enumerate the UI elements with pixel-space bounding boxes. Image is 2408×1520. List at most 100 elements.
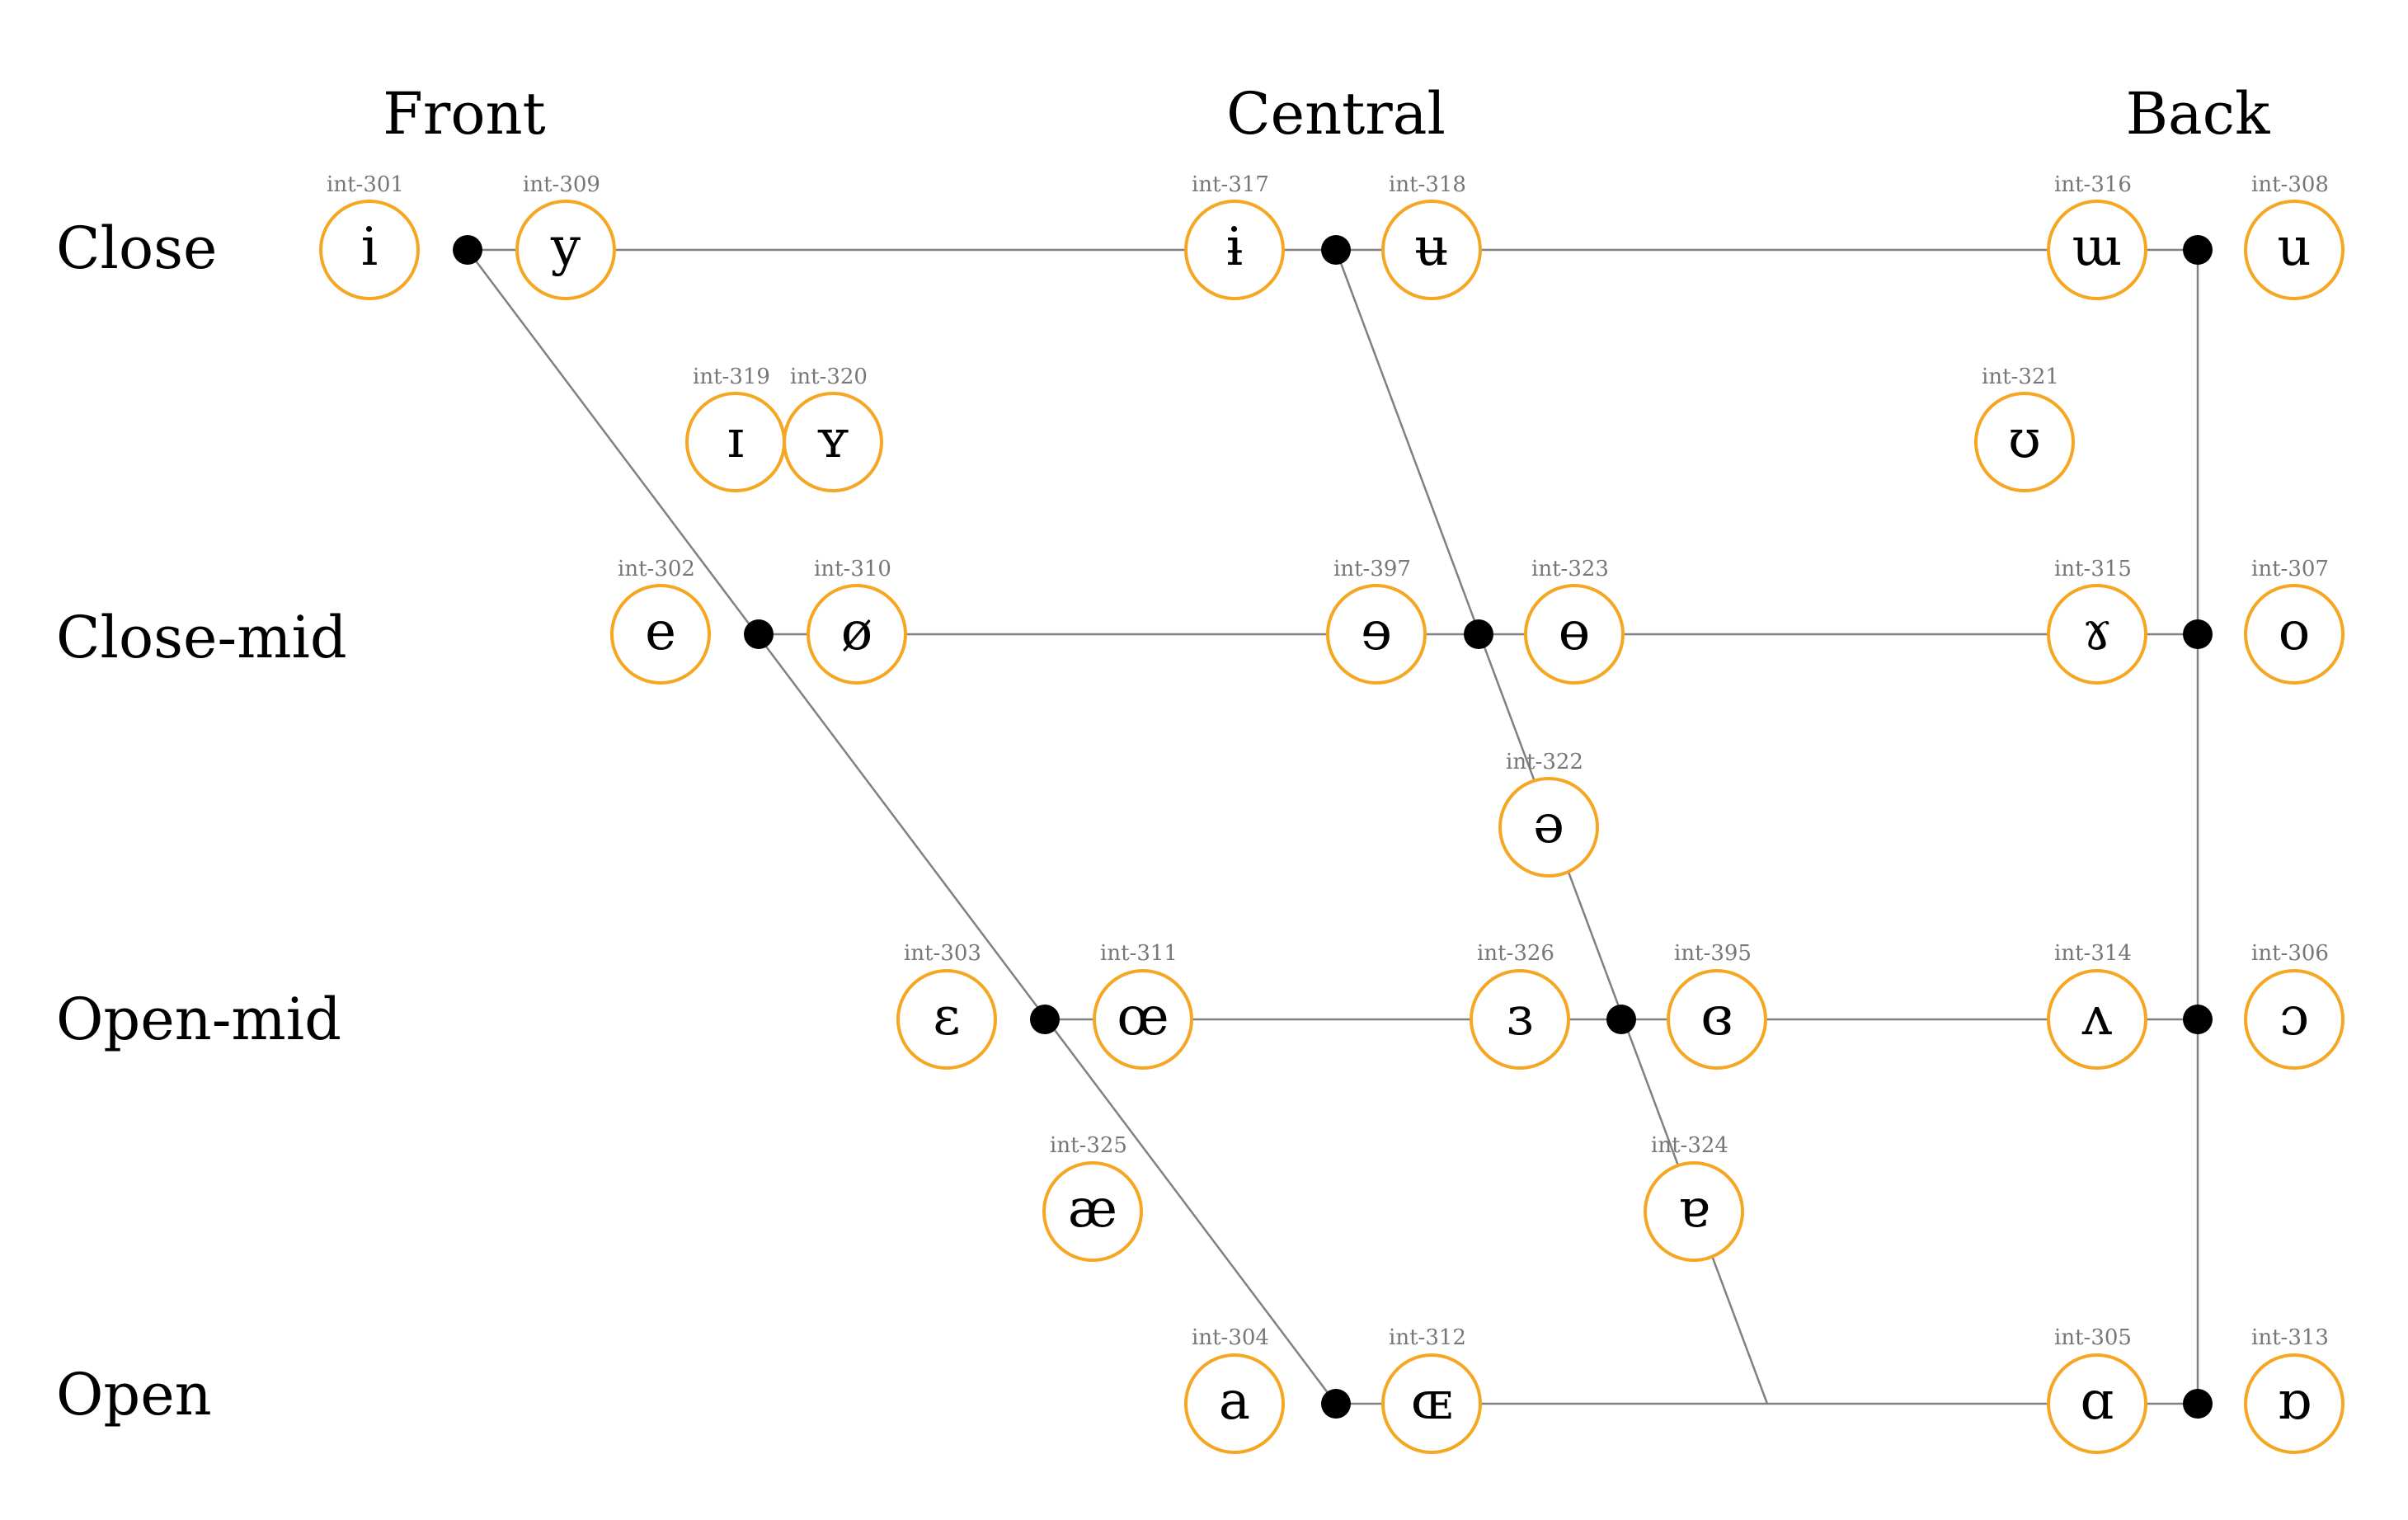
vowel-node[interactable]: int-314 ʌ (2047, 941, 2147, 1070)
vowel-symbol: y (550, 217, 581, 278)
row-label-close-mid: Close-mid (56, 604, 347, 671)
column-header-front: Front (383, 80, 545, 148)
vowel-node[interactable]: int-317 ɨ (1184, 172, 1285, 300)
row-label-close: Close (56, 214, 217, 282)
vowel-symbol: ɑ (2081, 1371, 2114, 1432)
vowel-node[interactable]: int-318 ʉ (1381, 172, 1482, 300)
vowel-circle (1974, 392, 2075, 492)
vowel-code: int-307 (2251, 557, 2329, 581)
vowel-code: int-309 (523, 172, 600, 197)
vowel-code: int-322 (1506, 750, 1583, 774)
vowel-symbol: œ (1117, 986, 1169, 1047)
vowel-code: int-318 (1389, 172, 1466, 197)
vowel-symbol: ɵ (1559, 601, 1591, 662)
vowel-circle (2047, 1353, 2147, 1454)
vowel-circle (1184, 200, 1285, 300)
vowel-circle (1644, 1161, 1744, 1262)
vowel-code: int-316 (2054, 172, 2132, 197)
row-label-open-mid: Open-mid (56, 986, 341, 1053)
vowel-symbol: e (645, 601, 676, 662)
vowel-node[interactable]: int-316 ɯ (2047, 172, 2147, 300)
vowel-circle (1042, 1161, 1143, 1262)
vowel-node[interactable]: int-321 ʊ (1974, 365, 2075, 492)
vowel-node[interactable]: int-322 ə (1498, 750, 1599, 878)
vowel-node[interactable]: int-315 ɤ (2047, 557, 2147, 685)
vowel-symbol: i (361, 217, 378, 278)
vowel-symbol: ɶ (1411, 1371, 1453, 1432)
vowel-code: int-306 (2251, 941, 2329, 966)
vowel-symbol: ə (1533, 794, 1564, 855)
vowel-code: int-315 (2054, 557, 2132, 581)
vowel-node[interactable]: int-319 ɪ (685, 365, 786, 492)
vowel-code: int-314 (2054, 941, 2132, 966)
vowel-symbol: ɯ (2072, 217, 2123, 278)
vowel-circle (1667, 969, 1767, 1070)
vowel-node[interactable]: int-309 y (515, 172, 616, 300)
dot-close-front (453, 235, 482, 265)
vowel-code: int-303 (904, 941, 981, 966)
vowel-node[interactable]: int-325 æ (1042, 1133, 1143, 1262)
dot-open-mid-front (1030, 1005, 1060, 1034)
vowel-symbol: ɘ (1361, 601, 1392, 662)
vowel-node[interactable]: int-323 ɵ (1524, 557, 1625, 685)
vowel-code: int-323 (1531, 557, 1609, 581)
vowel-circle (610, 584, 711, 685)
vowel-node[interactable]: int-313 ɒ (2244, 1325, 2345, 1454)
vowel-node[interactable]: int-305 ɑ (2047, 1325, 2147, 1454)
column-header-central: Central (1226, 80, 1446, 148)
dot-close-mid-front (744, 619, 774, 649)
vowel-node[interactable]: int-310 ø (807, 557, 907, 685)
vowel-symbol: ʊ (2008, 409, 2041, 470)
vowel-node[interactable]: int-308 u (2244, 172, 2345, 300)
vowel-symbol: ɪ (727, 409, 744, 470)
vowel-circle (1381, 200, 1482, 300)
vowel-symbol: ɔ (2279, 986, 2309, 1047)
vowel-code: int-305 (2054, 1325, 2132, 1350)
vowel-symbol: æ (1068, 1179, 1117, 1240)
vowel-circle (1498, 777, 1599, 878)
vowel-circle (807, 584, 907, 685)
vowel-node[interactable]: int-326 ɜ (1470, 941, 1570, 1070)
vowel-code: int-302 (618, 557, 695, 581)
vowel-circle (1184, 1353, 1285, 1454)
vowel-node[interactable]: int-395 ɞ (1667, 941, 1767, 1070)
vowel-symbol: a (1219, 1371, 1250, 1432)
vowel-circle (783, 392, 883, 492)
vowel-node[interactable]: int-312 ɶ (1381, 1325, 1482, 1454)
vowel-node[interactable]: int-301 i (319, 172, 420, 300)
vowel-node[interactable]: int-324 ɐ (1644, 1133, 1744, 1262)
dot-close-mid-back (2183, 619, 2213, 649)
dot-close-central (1321, 235, 1351, 265)
vowel-circle (1093, 969, 1193, 1070)
vowel-code: int-317 (1192, 172, 1269, 197)
vowel-symbol: ɤ (2082, 601, 2112, 662)
dot-open-back (2183, 1389, 2213, 1419)
vowel-node[interactable]: int-304 a (1184, 1325, 1285, 1454)
vowel-circle (896, 969, 997, 1070)
vowel-code: int-325 (1050, 1133, 1127, 1158)
vowel-symbol: ʌ (2081, 986, 2112, 1047)
vowel-circle (2244, 584, 2345, 685)
vowel-node[interactable]: int-320 ʏ (783, 365, 883, 492)
dot-close-mid-central (1464, 619, 1493, 649)
front-edge-line (467, 249, 1337, 1405)
vowel-code: int-304 (1192, 1325, 1269, 1350)
vowel-node[interactable]: int-397 ɘ (1326, 557, 1427, 685)
vowel-code: int-308 (2251, 172, 2329, 197)
vowel-symbol: ɨ (1226, 217, 1243, 278)
vowel-symbol: ɒ (2278, 1371, 2312, 1432)
vowel-circle (2047, 584, 2147, 685)
vowel-circle (1470, 969, 1570, 1070)
vowel-symbol: ɐ (1678, 1179, 1710, 1240)
vowel-symbol: ɜ (1507, 986, 1534, 1047)
vowel-code: int-320 (790, 365, 868, 389)
vowel-node[interactable]: int-311 œ (1093, 941, 1193, 1070)
dot-open-front (1321, 1389, 1351, 1419)
vowel-node[interactable]: int-302 e (610, 557, 711, 685)
vowel-node[interactable]: int-307 o (2244, 557, 2345, 685)
vowel-node[interactable]: int-303 ɛ (896, 941, 997, 1070)
vowel-symbol: ø (841, 601, 873, 662)
row-label-open: Open (56, 1361, 212, 1428)
vowel-node[interactable]: int-306 ɔ (2244, 941, 2345, 1070)
